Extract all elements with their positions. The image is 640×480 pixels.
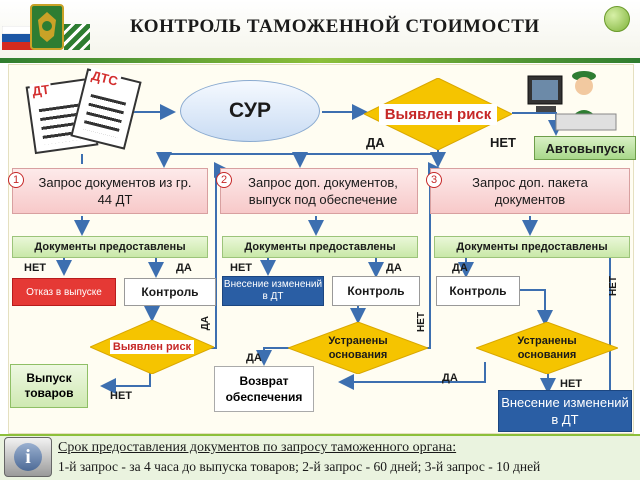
release-goods-box: Выпуск товаров: [10, 364, 88, 408]
customs-emblem-icon: [30, 4, 64, 50]
page-title: КОНТРОЛЬ ТАМОЖЕННОЙ СТОИМОСТИ: [130, 16, 540, 37]
header-band: [0, 0, 640, 62]
docs-provided-1: Документы предоставлены: [12, 236, 208, 258]
col1-control-box: Контроль: [124, 278, 216, 306]
col2-control-box: Контроль: [332, 276, 420, 306]
document-dt-label: ДТ: [29, 81, 53, 100]
col3-eliminated-no: НЕТ: [560, 378, 582, 390]
docs-provided-2: Документы предоставлены: [222, 236, 418, 258]
col1-release-no: НЕТ: [110, 390, 132, 402]
col1-risk-yes: ДА: [200, 316, 211, 331]
col1-yes-label: ДА: [176, 262, 192, 274]
request-3-number: 3: [426, 172, 442, 188]
col2-eliminated-yes: ДА: [246, 352, 262, 364]
request-3-text: Запрос доп. пакета документов: [472, 175, 588, 207]
col2-yes-label: ДА: [386, 262, 402, 274]
col2-no-label: НЕТ: [230, 262, 252, 274]
auto-release-box: Автовыпуск: [534, 136, 636, 160]
risk-top-no: НЕТ: [490, 135, 516, 150]
request-3-box: Запрос доп. пакета документов: [430, 168, 630, 214]
russian-flag-icon: [2, 26, 38, 50]
info-button[interactable]: i: [4, 437, 52, 477]
risk-diamond-top: Выявлен риск: [364, 78, 512, 150]
col3-yes-label: ДА: [452, 262, 468, 274]
col1-risk-label: Выявлен риск: [109, 340, 195, 354]
col2-eliminated-diamond-shape: [288, 322, 428, 374]
docs-provided-3: Документы предоставлены: [434, 236, 630, 258]
customs-officer-icon: [527, 71, 617, 131]
footer-note-title: Срок предоставления документов по запрос…: [58, 440, 457, 455]
request-1-box: Запрос документов из гр. 44 ДТ: [12, 168, 208, 214]
refusal-box: Отказ в выпуске: [12, 278, 116, 306]
col3-no-label: НЕТ: [608, 276, 619, 296]
header-divider: [0, 58, 640, 63]
col2-changes-box: Внесение изменений в ДТ: [222, 276, 324, 306]
risk-top-yes: ДА: [366, 135, 385, 150]
col1-no-label: НЕТ: [24, 262, 46, 274]
col3-eliminated-diamond-shape: [476, 322, 618, 374]
col3-eliminated-diamond: Устранены основания: [476, 322, 618, 374]
col2-eliminated-no: НЕТ: [416, 312, 427, 332]
request-1-text: Запрос документов из гр. 44 ДТ: [38, 175, 192, 207]
footer-note-deadlines: 1-й запрос - за 4 часа до выпуска товаро…: [58, 459, 541, 474]
request-2-text: Запрос доп. документов, выпуск под обесп…: [248, 175, 398, 207]
sur-node: СУР: [180, 80, 320, 142]
footer-band: [0, 434, 640, 480]
col3-control-box: Контроль: [436, 276, 520, 306]
col2-eliminated-diamond: Устранены основания: [288, 322, 428, 374]
return-security-box: Возврат обеспечения: [214, 366, 314, 412]
col3-eliminated-label: Устранены основания: [517, 335, 577, 361]
risk-diamond-top-label: Выявлен риск: [378, 103, 498, 125]
info-icon: i: [14, 443, 42, 471]
request-2-number: 2: [216, 172, 232, 188]
col3-changes-box: Внесение изменений в ДТ: [498, 390, 632, 432]
col1-risk-diamond: Выявлен риск: [90, 320, 214, 374]
col3-eliminated-yes: ДА: [442, 372, 458, 384]
nav-circle-button[interactable]: [604, 6, 630, 32]
request-2-box: Запрос доп. документов, выпуск под обесп…: [220, 168, 418, 214]
customs-flag-icon: [64, 24, 90, 50]
col2-eliminated-label: Устранены основания: [328, 335, 388, 361]
request-1-number: 1: [8, 172, 24, 188]
